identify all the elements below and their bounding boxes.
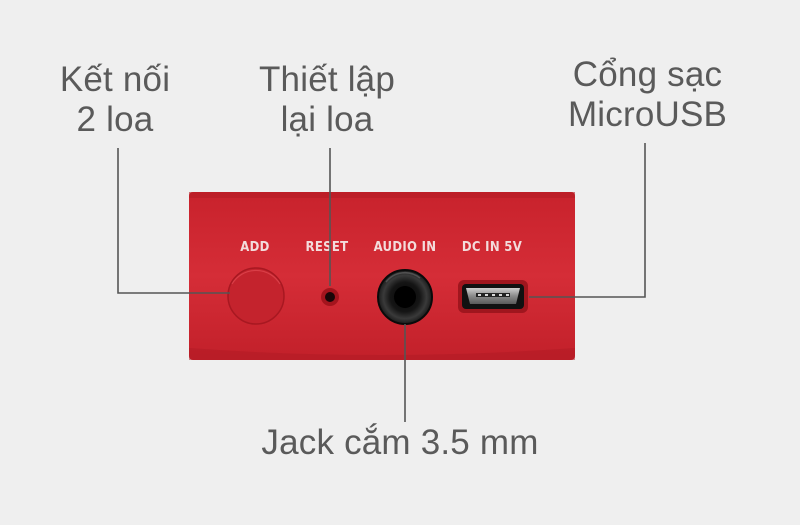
reset-pinhole[interactable] [321,288,339,306]
callout-add-line2: 2 loa [76,100,154,139]
callout-jack-line1: Jack cắm 3.5 mm [261,423,539,462]
leader-line-add [117,148,230,294]
label-dc-in: DC IN 5V [462,240,522,255]
callout-usb: Cổng sạc MicroUSB [555,55,740,135]
callout-usb-line2: MicroUSB [567,95,728,134]
callout-add: Kết nối 2 loa [40,60,190,140]
label-reset: RESET [306,240,349,255]
label-audio-in: AUDIO IN [374,240,437,255]
callout-usb-line1: Cổng sạc [572,55,723,94]
add-button[interactable] [227,267,285,325]
label-add: ADD [240,240,269,255]
callout-reset-line2: lại loa [280,100,374,139]
leader-line-usb [529,143,646,298]
microusb-port[interactable] [458,280,528,313]
callout-add-line1: Kết nối [59,60,171,99]
red-panel [189,192,575,360]
callout-reset-line1: Thiết lập [258,60,396,99]
callout-jack: Jack cắm 3.5 mm [240,423,560,463]
callout-reset: Thiết lập lại loa [242,60,412,140]
audio-jack[interactable] [377,269,433,325]
